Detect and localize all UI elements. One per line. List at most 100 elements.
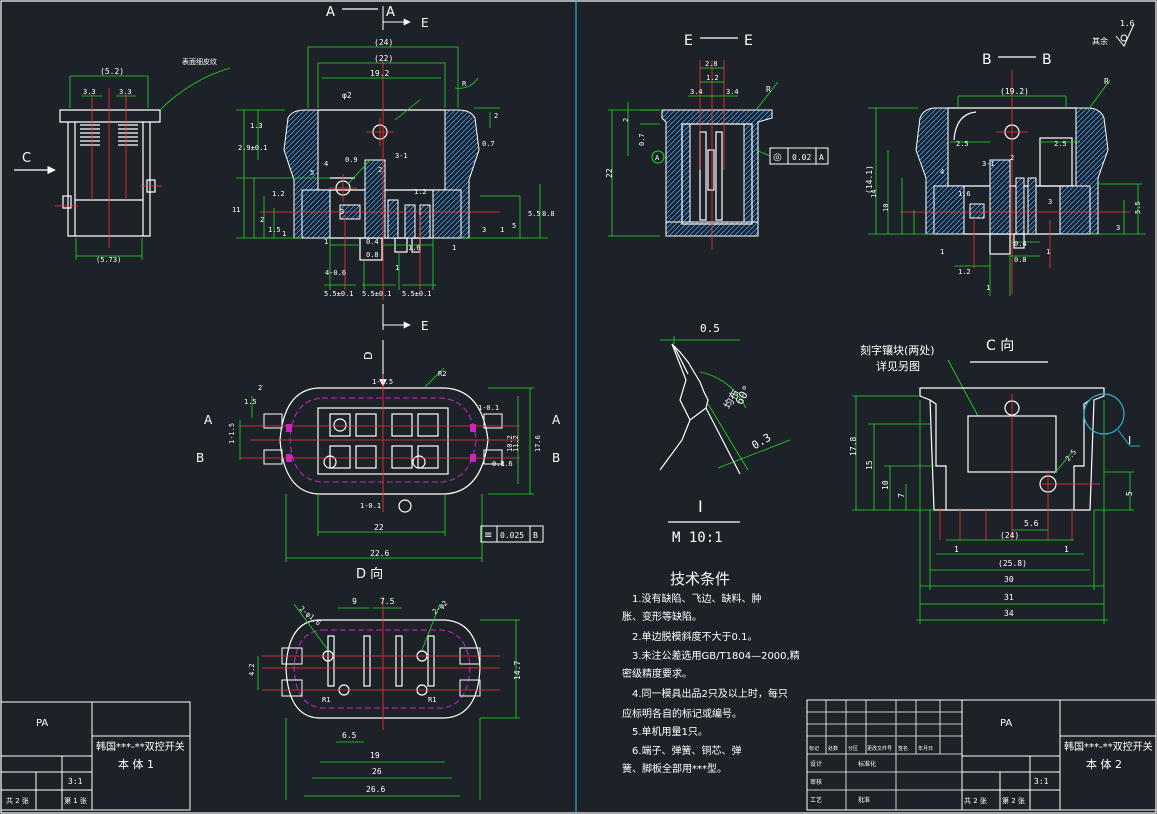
bb-dim-192: (19.2) [1000, 87, 1029, 96]
aa-dim-4-06: 4-0.6 [325, 269, 346, 277]
ee-view-left: E [684, 33, 693, 49]
left-product-name: 韩国***-**双控开关 [96, 740, 185, 753]
cview-dim-34: 34 [1004, 609, 1014, 618]
cview-dim-10: 10 [881, 480, 890, 490]
cview-dim-5: 5 [1125, 491, 1134, 496]
tol-value-b: 0.025 [500, 531, 524, 540]
top-dim-176: 17.6 [534, 435, 542, 452]
top-dim-2: 2 [258, 384, 262, 392]
aa-dim-3: 3 [340, 208, 344, 216]
tech-line-3: 2.单边脱模斜度不大于0.1。 [632, 630, 757, 643]
bb-dim-55: 5.5 [1134, 201, 1142, 214]
bb-dim-1a: 1 [940, 248, 944, 256]
top-dim-08: 0.8 [492, 460, 505, 468]
section-bb: B B 其余 1.6 [865, 19, 1146, 296]
ee-label-bottom: E [421, 319, 429, 333]
side-dim-width: (5.2) [100, 67, 124, 76]
aa-dim-1b: 1 [452, 244, 456, 252]
dview-dim-147: 14.7 [513, 661, 522, 680]
tb-cell-zone: 分区 [848, 745, 858, 752]
side-view: (5.2) 3.3 3.3 (5.73) 表面细皮纹 C [14, 57, 231, 264]
aa-dim-04: 0.4 [366, 238, 379, 246]
dview-dim-phi2: 2-φ2 [431, 599, 449, 616]
dview-dim-65: 6.5 [342, 731, 357, 740]
aa-dim-55-2: 5.5±0.1 [362, 290, 392, 298]
left-material: PA [36, 718, 48, 729]
aa-dim-13: 1.3 [250, 122, 263, 130]
aa-dim-12a: 1.2 [272, 190, 285, 198]
dview-dim-266: 26.6 [366, 785, 385, 794]
detail-scale: M 10:1 [672, 530, 723, 546]
right-product-name: 韩国***-**双控开关 [1064, 740, 1153, 753]
aa-dim-phi09: 0.9 [345, 156, 358, 164]
section-a-marker-right: A [552, 413, 561, 427]
aa-dim-55-1: 5.5±0.1 [324, 290, 354, 298]
aa-dim-24: (24) [374, 38, 393, 47]
bb-dim-08: 0.8 [1014, 256, 1027, 264]
cview-dim-56: 5.6 [1024, 519, 1039, 528]
top-dim-1-01b: 1-0.1 [360, 502, 381, 510]
ee-dim-12: 1.2 [706, 74, 719, 82]
tol-ref-b: B [533, 531, 538, 540]
dview-dim-19: 19 [370, 751, 380, 760]
bb-dim-3a: 3 [1048, 198, 1052, 206]
tech-line-9: 6.端子、弹簧、铜芯、弹 [632, 744, 742, 757]
tb-cell-mark: 标记 [809, 745, 819, 752]
d-view-title: D 向 [356, 566, 383, 582]
aa-dim-2a: 2 [378, 166, 382, 174]
tb-cell-docno: 更改文件号 [867, 745, 892, 752]
tech-line-2: 胀、变形等缺陷。 [622, 610, 702, 623]
ee-dim-34a: 3.4 [690, 88, 703, 96]
ee-view-right: E [744, 33, 753, 49]
d-view: D 向 9 [248, 566, 522, 800]
aa-dim-2b: 2 [494, 112, 498, 120]
bb-dim-3b: 3 [1116, 224, 1120, 232]
dview-dim-26: 26 [372, 767, 382, 776]
section-a-marker: A [204, 413, 213, 427]
detail-title: I [698, 497, 703, 516]
bb-dim-141: (14.1) [865, 165, 874, 194]
aa-dim-08: 0.8 [366, 251, 379, 259]
tech-line-4: 3.未注公差选用GB/T1804—2000,精 [632, 649, 800, 662]
bb-dim-3-1: 3-1 [982, 160, 995, 168]
aa-dim-1c: 1 [324, 238, 328, 246]
tb-cell-design: 设计 [810, 760, 822, 768]
side-dim-bottom: (5.73) [96, 256, 121, 264]
right-scale: 3:1 [1034, 777, 1049, 786]
cview-dim-1b: 1 [1064, 545, 1069, 554]
view-d-arrow-label: D [362, 352, 375, 360]
aa-label-right: A [386, 5, 395, 20]
top-dim-102: 10.2 [506, 435, 514, 452]
bb-dim-04: 0.4 [1014, 240, 1027, 248]
aa-dim-16: 1.6 [408, 244, 421, 252]
ee-datum-a: A [655, 154, 660, 162]
roughness-value: 1.6 [1120, 19, 1135, 28]
title-block-left: PA 韩国***-**双控开关 本 体 1 3:1 共 2 张 第 1 张 [0, 701, 191, 811]
aa-dim-5a: 5 [310, 169, 314, 177]
tb-cell-count: 处数 [828, 745, 838, 752]
aa-dim-1a: 1 [282, 230, 286, 238]
aa-dim-07: 0.7 [482, 140, 495, 148]
ee-dim-22: 22 [605, 168, 614, 178]
tb-cell-sign: 签名 [898, 745, 908, 752]
dview-dim-9: 9 [352, 597, 357, 606]
tb-cell-review: 审核 [810, 778, 822, 786]
tech-line-8: 5.单机用量1只。 [632, 725, 708, 738]
ee-dim-r: R [766, 85, 771, 94]
side-dim-a: 3.3 [83, 88, 96, 96]
cview-dim-30: 30 [1004, 575, 1014, 584]
bb-dim-25a: 2.5 [956, 140, 969, 148]
detail-i-marker: I [1128, 434, 1131, 447]
left-sheet-total: 共 2 张 [6, 796, 29, 805]
c-view: 刻字镶块(两处) 详见另图 C 向 I [849, 338, 1140, 624]
tech-line-7: 应标明各自的标记或编号。 [622, 707, 742, 720]
top-dim-226: 22.6 [370, 549, 389, 558]
bb-dim-4: 4 [940, 168, 944, 176]
aa-dim-3b: 3 [482, 226, 486, 234]
section-ee: E E 2.8 1.2 3.4 3.4 2 0.7 22 [605, 33, 829, 250]
aa-dim-11: 11 [232, 206, 240, 214]
top-dim-1-05: 1-0.5 [372, 378, 393, 386]
tech-line-1: 1.没有缺陷、飞边、缺料、肿 [632, 592, 762, 605]
section-b-marker: B [196, 451, 204, 465]
